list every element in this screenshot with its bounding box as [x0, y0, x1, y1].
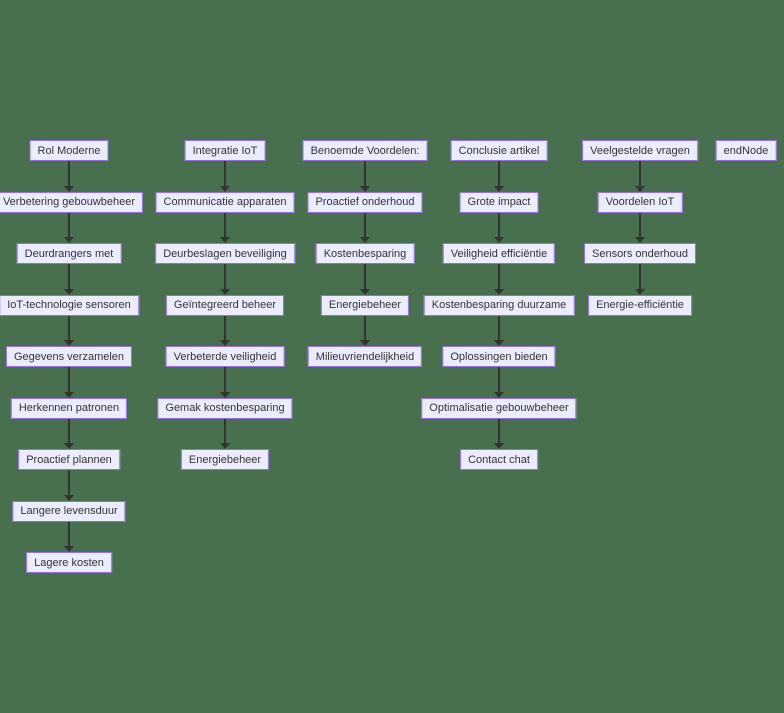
arrowhead-down-icon: [64, 340, 74, 346]
arrowhead-down-icon: [494, 443, 504, 449]
flow-node: IoT-technologie sensoren: [0, 294, 139, 316]
arrowhead-down-icon: [220, 340, 230, 346]
flow-node: Oplossingen bieden: [442, 346, 556, 367]
flow-arrow-line: [68, 521, 70, 546]
flow-arrow-line: [224, 161, 226, 186]
flow-node: Geïntegreerd beheer: [165, 294, 285, 316]
flow-node: Veelgestelde vragen: [582, 140, 698, 161]
flow-node: Grote impact: [459, 191, 539, 213]
flow-node: Proactief plannen: [18, 449, 120, 470]
flow-arrow-line: [639, 264, 641, 289]
arrowhead-down-icon: [635, 288, 645, 295]
flow-arrow-line: [498, 418, 500, 443]
flow-node: Veiligheid efficiëntie: [442, 243, 556, 264]
flow-node: Energie-efficiëntie: [588, 294, 692, 316]
flow-node: Verbeterde veiligheid: [165, 346, 285, 367]
flow-node: Langere levensduur: [12, 500, 126, 522]
flow-arrow-line: [364, 264, 366, 289]
flow-node: Contact chat: [460, 449, 538, 470]
arrowhead-down-icon: [64, 185, 74, 192]
flow-node: Deurdrangers met: [16, 243, 122, 264]
flow-node: Sensors onderhoud: [583, 243, 697, 264]
flow-arrow-line: [68, 470, 70, 495]
flow-node: Herkennen patronen: [10, 397, 128, 419]
arrowhead-down-icon: [635, 237, 645, 243]
arrowhead-down-icon: [64, 494, 74, 501]
arrowhead-down-icon: [494, 288, 504, 295]
flow-arrow-line: [68, 161, 70, 186]
flow-node: Energiebeheer: [180, 449, 270, 470]
arrowhead-down-icon: [494, 237, 504, 243]
arrowhead-down-icon: [64, 237, 74, 243]
flow-arrow-line: [498, 212, 500, 237]
arrowhead-down-icon: [64, 391, 74, 398]
flow-node: Proactief onderhoud: [307, 191, 423, 213]
flow-arrow-line: [639, 212, 641, 237]
flow-node: Communicatie apparaten: [155, 191, 295, 213]
flow-arrow-line: [498, 315, 500, 340]
arrowhead-down-icon: [360, 340, 370, 346]
flow-node: Verbetering gebouwbeheer: [0, 191, 144, 213]
flow-arrow-line: [224, 264, 226, 289]
arrowhead-down-icon: [220, 443, 230, 449]
arrowhead-down-icon: [494, 391, 504, 398]
flow-node: Benoemde Voordelen:: [302, 140, 428, 161]
flow-arrow-line: [68, 315, 70, 340]
arrowhead-down-icon: [64, 288, 74, 295]
flow-node: Energiebeheer: [320, 294, 410, 316]
arrowhead-down-icon: [494, 340, 504, 346]
arrowhead-down-icon: [360, 288, 370, 295]
flow-node: Integratie IoT: [184, 140, 266, 161]
flow-arrow-line: [498, 367, 500, 392]
flow-node: Conclusie artikel: [450, 140, 548, 161]
flow-node: Kostenbesparing duurzame: [423, 294, 575, 316]
flow-arrow-line: [498, 264, 500, 289]
flow-arrow-line: [224, 212, 226, 237]
arrowhead-down-icon: [360, 185, 370, 192]
flow-arrow-line: [639, 161, 641, 186]
flow-node: Rol Moderne: [29, 140, 109, 161]
flow-node: Milieuvriendelijkheid: [307, 346, 423, 367]
flow-arrow-line: [68, 212, 70, 237]
flow-arrow-line: [224, 418, 226, 443]
flow-node: Kostenbesparing: [315, 243, 415, 264]
arrowhead-down-icon: [494, 185, 504, 192]
flow-node: Gemak kostenbesparing: [157, 397, 293, 419]
flow-arrow-line: [224, 315, 226, 340]
flow-node: Deurbeslagen beveiliging: [155, 243, 295, 264]
arrowhead-down-icon: [220, 185, 230, 192]
flow-arrow-line: [68, 264, 70, 289]
arrowhead-down-icon: [220, 288, 230, 295]
flow-node: Voordelen IoT: [597, 191, 683, 213]
arrowhead-down-icon: [64, 546, 74, 552]
flow-node: Optimalisatie gebouwbeheer: [421, 397, 577, 419]
flow-node: Gegevens verzamelen: [5, 346, 133, 367]
flow-arrow-line: [68, 367, 70, 392]
flow-arrow-line: [224, 367, 226, 392]
arrowhead-down-icon: [635, 185, 645, 192]
arrowhead-down-icon: [220, 237, 230, 243]
flow-arrow-line: [364, 315, 366, 340]
flow-arrow-line: [498, 161, 500, 186]
arrowhead-down-icon: [220, 391, 230, 398]
flow-arrow-line: [364, 161, 366, 186]
flow-node: endNode: [715, 140, 777, 161]
flow-arrow-line: [364, 212, 366, 237]
arrowhead-down-icon: [64, 443, 74, 449]
arrowhead-down-icon: [360, 237, 370, 243]
flow-node: Lagere kosten: [26, 552, 112, 573]
flow-arrow-line: [68, 418, 70, 443]
